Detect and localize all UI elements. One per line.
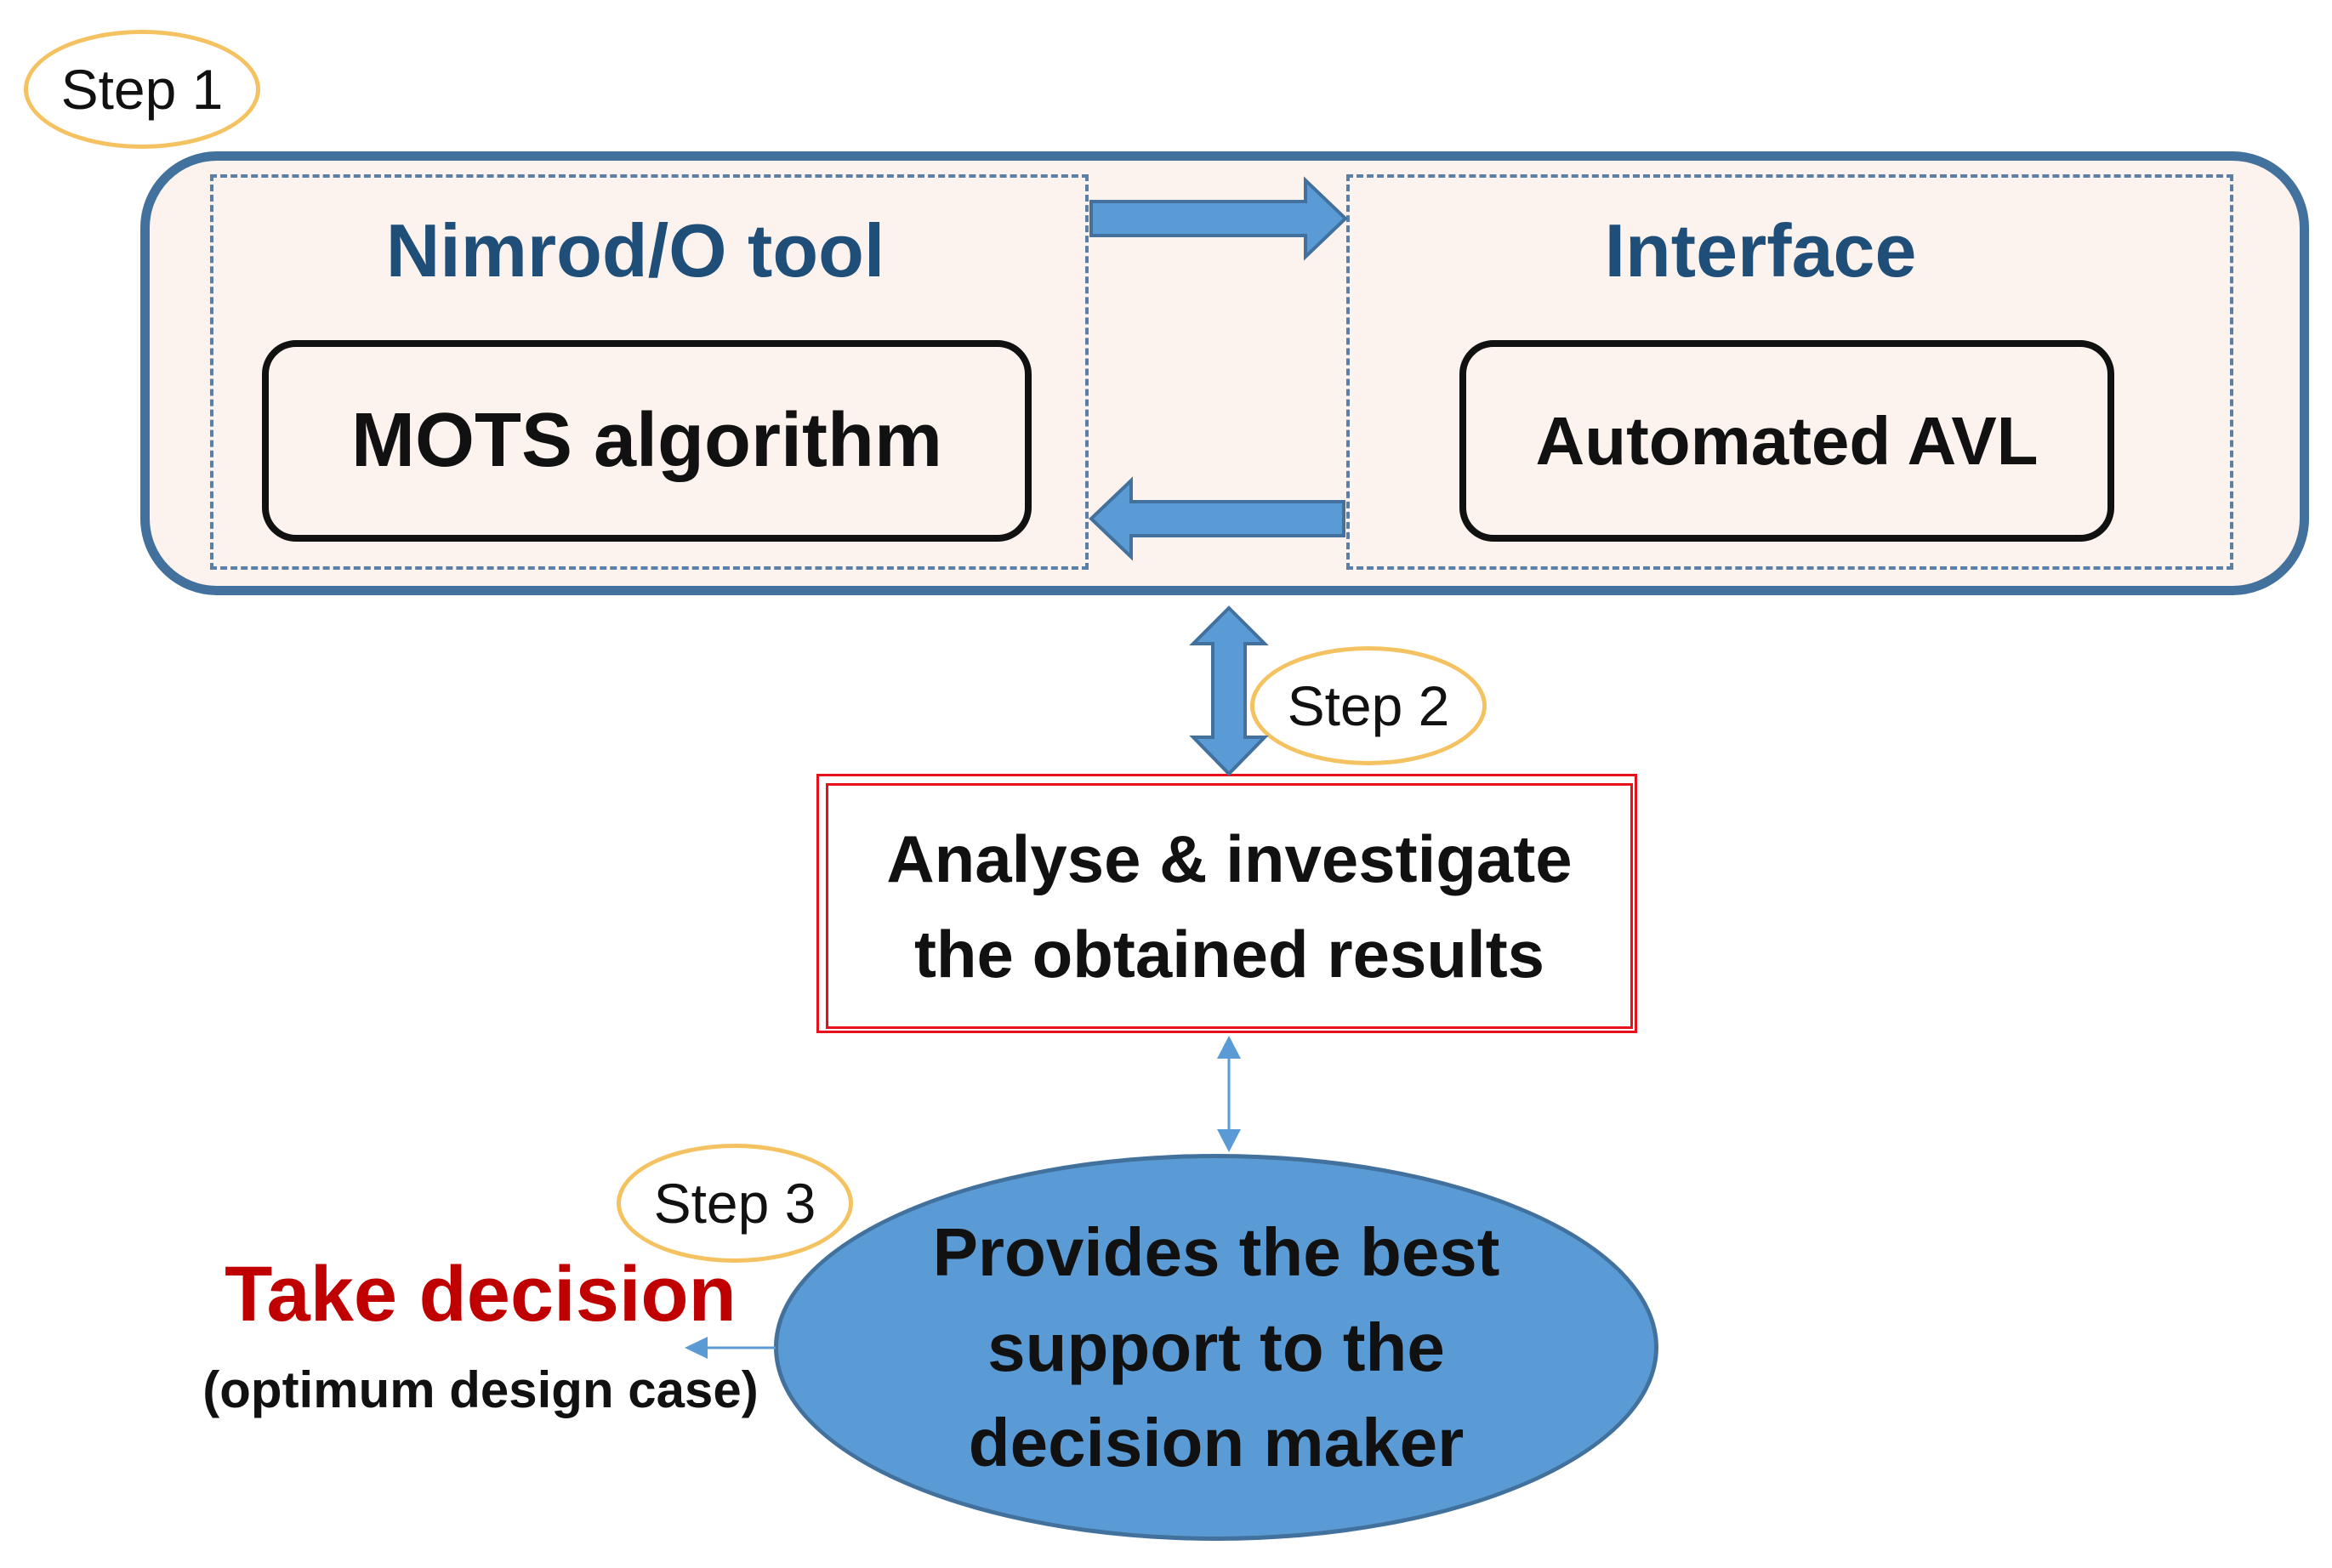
step-2-double-arrow [1189, 605, 1269, 776]
arrow-right-to-interface [1089, 176, 1348, 261]
decision-support-line-1: Provides the best [932, 1213, 1500, 1290]
step-3-badge: Step 3 [617, 1144, 853, 1263]
automated-avl-label: Automated AVL [1535, 402, 2039, 479]
step-2-badge: Step 2 [1250, 646, 1487, 765]
mots-algorithm-box: MOTS algorithm [262, 340, 1032, 542]
arrow-left-to-nimrod [1089, 476, 1345, 561]
step-2-label: Step 2 [1287, 674, 1450, 737]
take-decision-title: Take decision [225, 1251, 737, 1338]
nimrod-panel [210, 174, 1089, 570]
interface-panel-title: Interface [1604, 208, 1917, 293]
step-1-badge: Step 1 [24, 30, 260, 149]
mots-algorithm-label: MOTS algorithm [351, 398, 942, 483]
analyse-line-1: Analyse & investigate [886, 821, 1573, 896]
decision-support-ellipse: Provides the best support to the decisio… [774, 1154, 1658, 1541]
decision-support-line-3: decision maker [968, 1404, 1465, 1480]
analyse-results-inner: Analyse & investigate the obtained resul… [826, 783, 1633, 1029]
nimrod-panel-title: Nimrod/O tool [385, 208, 885, 293]
decision-support-line-2: support to the [987, 1309, 1445, 1385]
automated-avl-box: Automated AVL [1459, 340, 2114, 542]
take-decision-subtitle: (optimum design case) [202, 1361, 759, 1418]
step-1-label: Step 1 [60, 58, 224, 121]
decision-to-take-decision-arrow [685, 1337, 776, 1359]
analyse-to-decision-arrow [1217, 1036, 1241, 1152]
step-3-label: Step 3 [653, 1172, 816, 1235]
interface-panel [1346, 174, 2233, 570]
analyse-line-2: the obtained results [913, 916, 1545, 991]
analyse-results-box: Analyse & investigate the obtained resul… [816, 774, 1637, 1033]
